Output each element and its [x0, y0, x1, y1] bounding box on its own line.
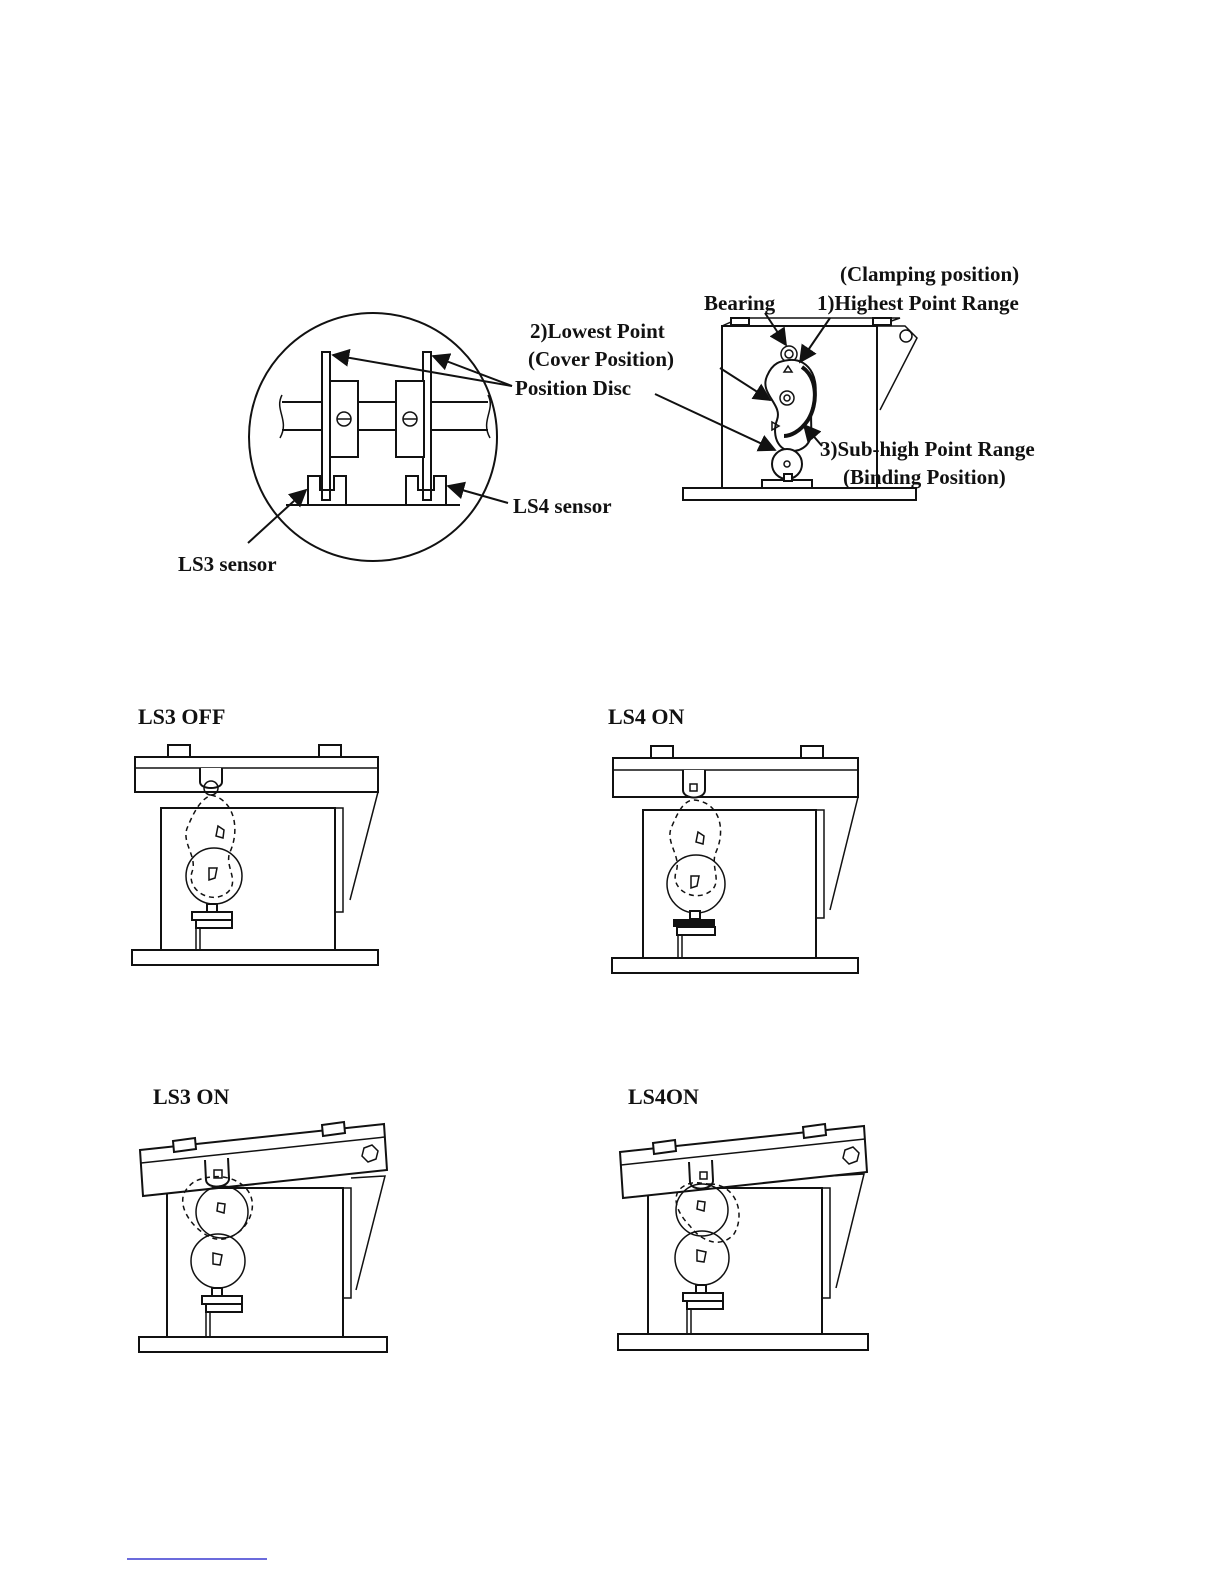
lowest-point-label: 2)Lowest Point	[530, 319, 665, 343]
binding-position-label: (Binding Position)	[843, 465, 1006, 489]
bearing-label: Bearing	[704, 291, 776, 315]
cam-base-plate	[683, 488, 916, 500]
position-disc-label: Position Disc	[515, 376, 631, 400]
ls3-on-title: LS3 ON	[153, 1084, 230, 1109]
detail-circle	[249, 313, 497, 561]
ls4-on-top-diagram	[612, 746, 858, 973]
clamping-position-label: (Clamping position)	[840, 262, 1019, 286]
ls3-on-diagram	[139, 1122, 387, 1352]
ls3-off-title: LS3 OFF	[138, 704, 225, 729]
ls4-on-bottom-title: LS4ON	[628, 1084, 699, 1109]
ls4-sensor-label: LS4 sensor	[513, 494, 612, 518]
highest-point-label: 1)Highest Point Range	[817, 291, 1019, 315]
position-disc-detail	[248, 313, 512, 561]
ls4-on-top-title: LS4 ON	[608, 704, 685, 729]
ls3-sensor-label: LS3 sensor	[178, 552, 277, 576]
ls3-off-diagram	[132, 745, 378, 965]
cover-position-label: (Cover Position)	[528, 347, 674, 371]
position-disc-left	[322, 352, 330, 500]
ls4-on-bottom-diagram	[618, 1124, 868, 1350]
sub-high-point-label: 3)Sub-high Point Range	[820, 437, 1035, 461]
